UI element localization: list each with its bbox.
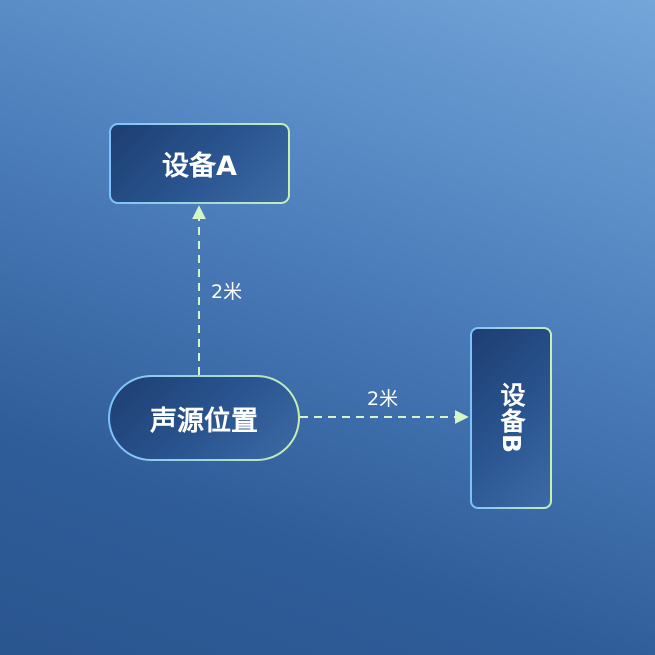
device-b-label: 设备B [497, 381, 526, 455]
sound-source-label: 声源位置 [150, 405, 258, 437]
sound-source-node: 声源位置 [108, 375, 300, 461]
distance-label-to-device-a: 2米 [211, 281, 243, 303]
device-b-node: 设备B [470, 327, 552, 509]
distance-label-to-device-b: 2米 [367, 388, 399, 410]
device-a-label: 设备A [162, 151, 237, 182]
device-a-node: 设备A [109, 123, 290, 204]
